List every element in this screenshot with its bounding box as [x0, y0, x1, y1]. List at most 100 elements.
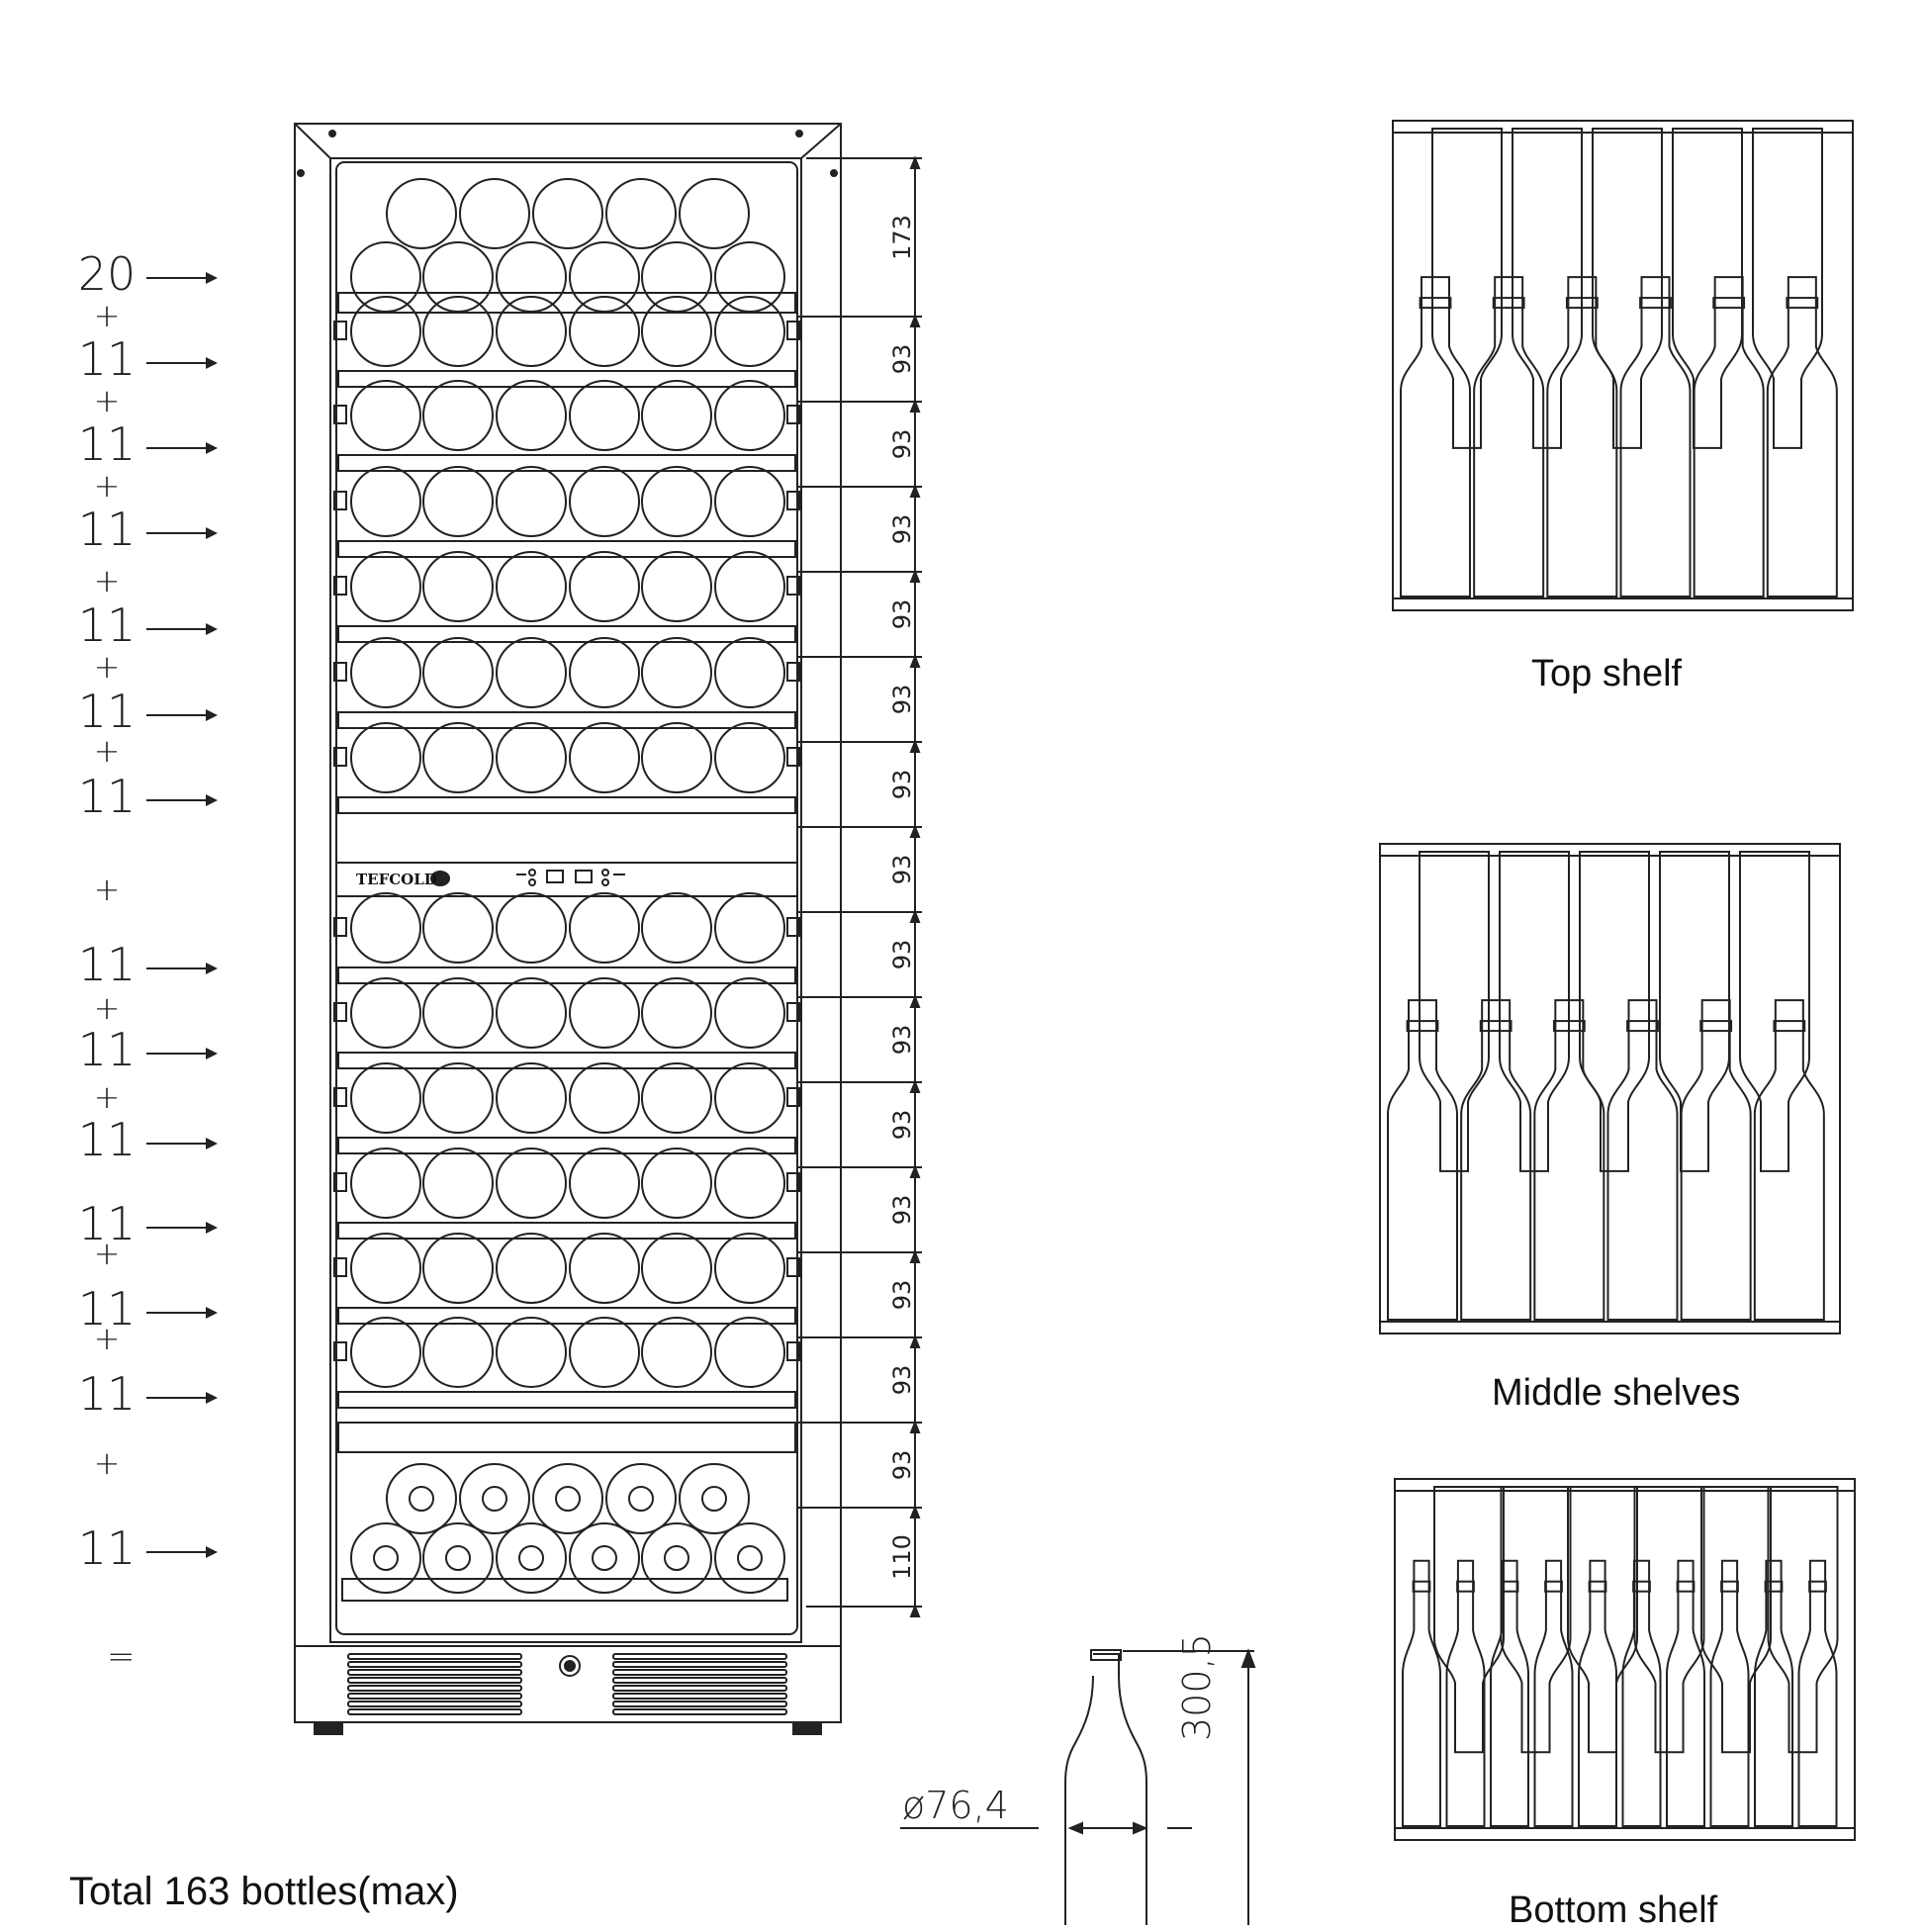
bottle-base [373, 1545, 399, 1571]
bottle [641, 722, 712, 793]
shelf [337, 292, 796, 314]
count-arrow [146, 1392, 218, 1404]
bottle [422, 1522, 494, 1594]
bottle-diameter-label: ø76,4 [902, 1784, 1009, 1827]
dimension-label: 93 [888, 598, 916, 630]
dimension-label: 93 [888, 769, 916, 800]
shelf-rail [333, 1172, 347, 1192]
vent-slat [612, 1693, 787, 1700]
bottle [422, 1148, 494, 1219]
dimension-arrow [909, 909, 921, 923]
bottle [714, 637, 785, 708]
dimension-label: 173 [888, 215, 916, 260]
bottle [714, 1148, 785, 1219]
dimension-arrow [909, 1505, 921, 1518]
bottle [714, 1062, 785, 1134]
bottle [714, 296, 785, 367]
bottle [459, 178, 530, 249]
bottle-outline [1767, 1486, 1839, 1754]
bottle [569, 1317, 640, 1388]
bottom-shelf-drawing [1394, 1478, 1856, 1841]
plus-sign: + [93, 297, 121, 334]
bottle [641, 1148, 712, 1219]
plus-sign: + [93, 1078, 121, 1116]
bottle [714, 892, 785, 964]
dimension-arrow [909, 1420, 921, 1433]
bottle-neck-band [1588, 1580, 1607, 1593]
bottle [569, 241, 640, 313]
bottle [422, 380, 494, 451]
bottle-neck-band [1720, 1580, 1739, 1593]
bottle-outline [1766, 276, 1838, 598]
plus-sign: + [93, 1320, 121, 1357]
cabinet [294, 123, 842, 1735]
shelf-rail [333, 405, 347, 424]
bottle-neck-band [1808, 1580, 1827, 1593]
bottle [569, 1062, 640, 1134]
shelf-count: 11 [77, 1367, 137, 1421]
bottle [350, 1148, 421, 1219]
bottle [350, 722, 421, 793]
vent-slat [612, 1653, 787, 1660]
dimension-label: 93 [888, 1024, 916, 1056]
shelf-count: 11 [77, 598, 137, 652]
dimension-arrow [909, 994, 921, 1008]
bottle [714, 241, 785, 313]
bottle [350, 380, 421, 451]
bottle [714, 977, 785, 1049]
bottle-neck-band [1552, 1020, 1586, 1033]
bottle [641, 892, 712, 964]
bottle-base [409, 1486, 434, 1512]
bottle [569, 551, 640, 622]
vent-slat [612, 1677, 787, 1684]
vent-slat [347, 1661, 522, 1668]
bottle [350, 1522, 421, 1594]
bottle [641, 1062, 712, 1134]
bottle [679, 178, 750, 249]
dimension-label: 93 [888, 1449, 916, 1481]
shelf [337, 1052, 796, 1069]
bottle-neck-band [1632, 1580, 1651, 1593]
bottle [714, 466, 785, 537]
bottle [569, 296, 640, 367]
bottle [569, 1522, 640, 1594]
vent-slat [612, 1708, 787, 1715]
shelf-rail [333, 491, 347, 510]
bottle-outline [1578, 1559, 1617, 1827]
plus-sign: + [93, 648, 121, 686]
bottle-outline [1499, 851, 1570, 1172]
shelf-frame-base [1392, 598, 1854, 611]
count-arrow [146, 623, 218, 635]
bottle [569, 466, 640, 537]
bottle-outline [1490, 1559, 1529, 1827]
dimension-arrow [909, 569, 921, 583]
plus-sign: + [93, 871, 121, 908]
dimension-label: 93 [888, 684, 916, 715]
shelf-rail [333, 1002, 347, 1022]
bottle [496, 1522, 567, 1594]
shelf [337, 540, 796, 558]
bottle-neck-band [1712, 297, 1746, 310]
shelf-rail [786, 747, 800, 767]
bottle-neck-band [1699, 1020, 1733, 1033]
bottle [422, 466, 494, 537]
bottle [641, 977, 712, 1049]
total-bottles-label: Total 163 bottles(max) [69, 1870, 459, 1913]
vent-slat [612, 1669, 787, 1676]
dimension-label: 93 [888, 854, 916, 885]
bottle-outline [1621, 1559, 1662, 1827]
dimension-arrow [909, 824, 921, 838]
count-arrow [146, 1138, 218, 1150]
shelf [337, 454, 796, 472]
shelf-rail [333, 576, 347, 596]
bottle [569, 380, 640, 451]
shelf-rail [786, 321, 800, 340]
dimension-label: 93 [888, 343, 916, 375]
bottle [496, 722, 567, 793]
bottle-outline [1680, 999, 1752, 1321]
count-arrow [146, 963, 218, 974]
bottle [569, 637, 640, 708]
bottle-base [737, 1545, 763, 1571]
